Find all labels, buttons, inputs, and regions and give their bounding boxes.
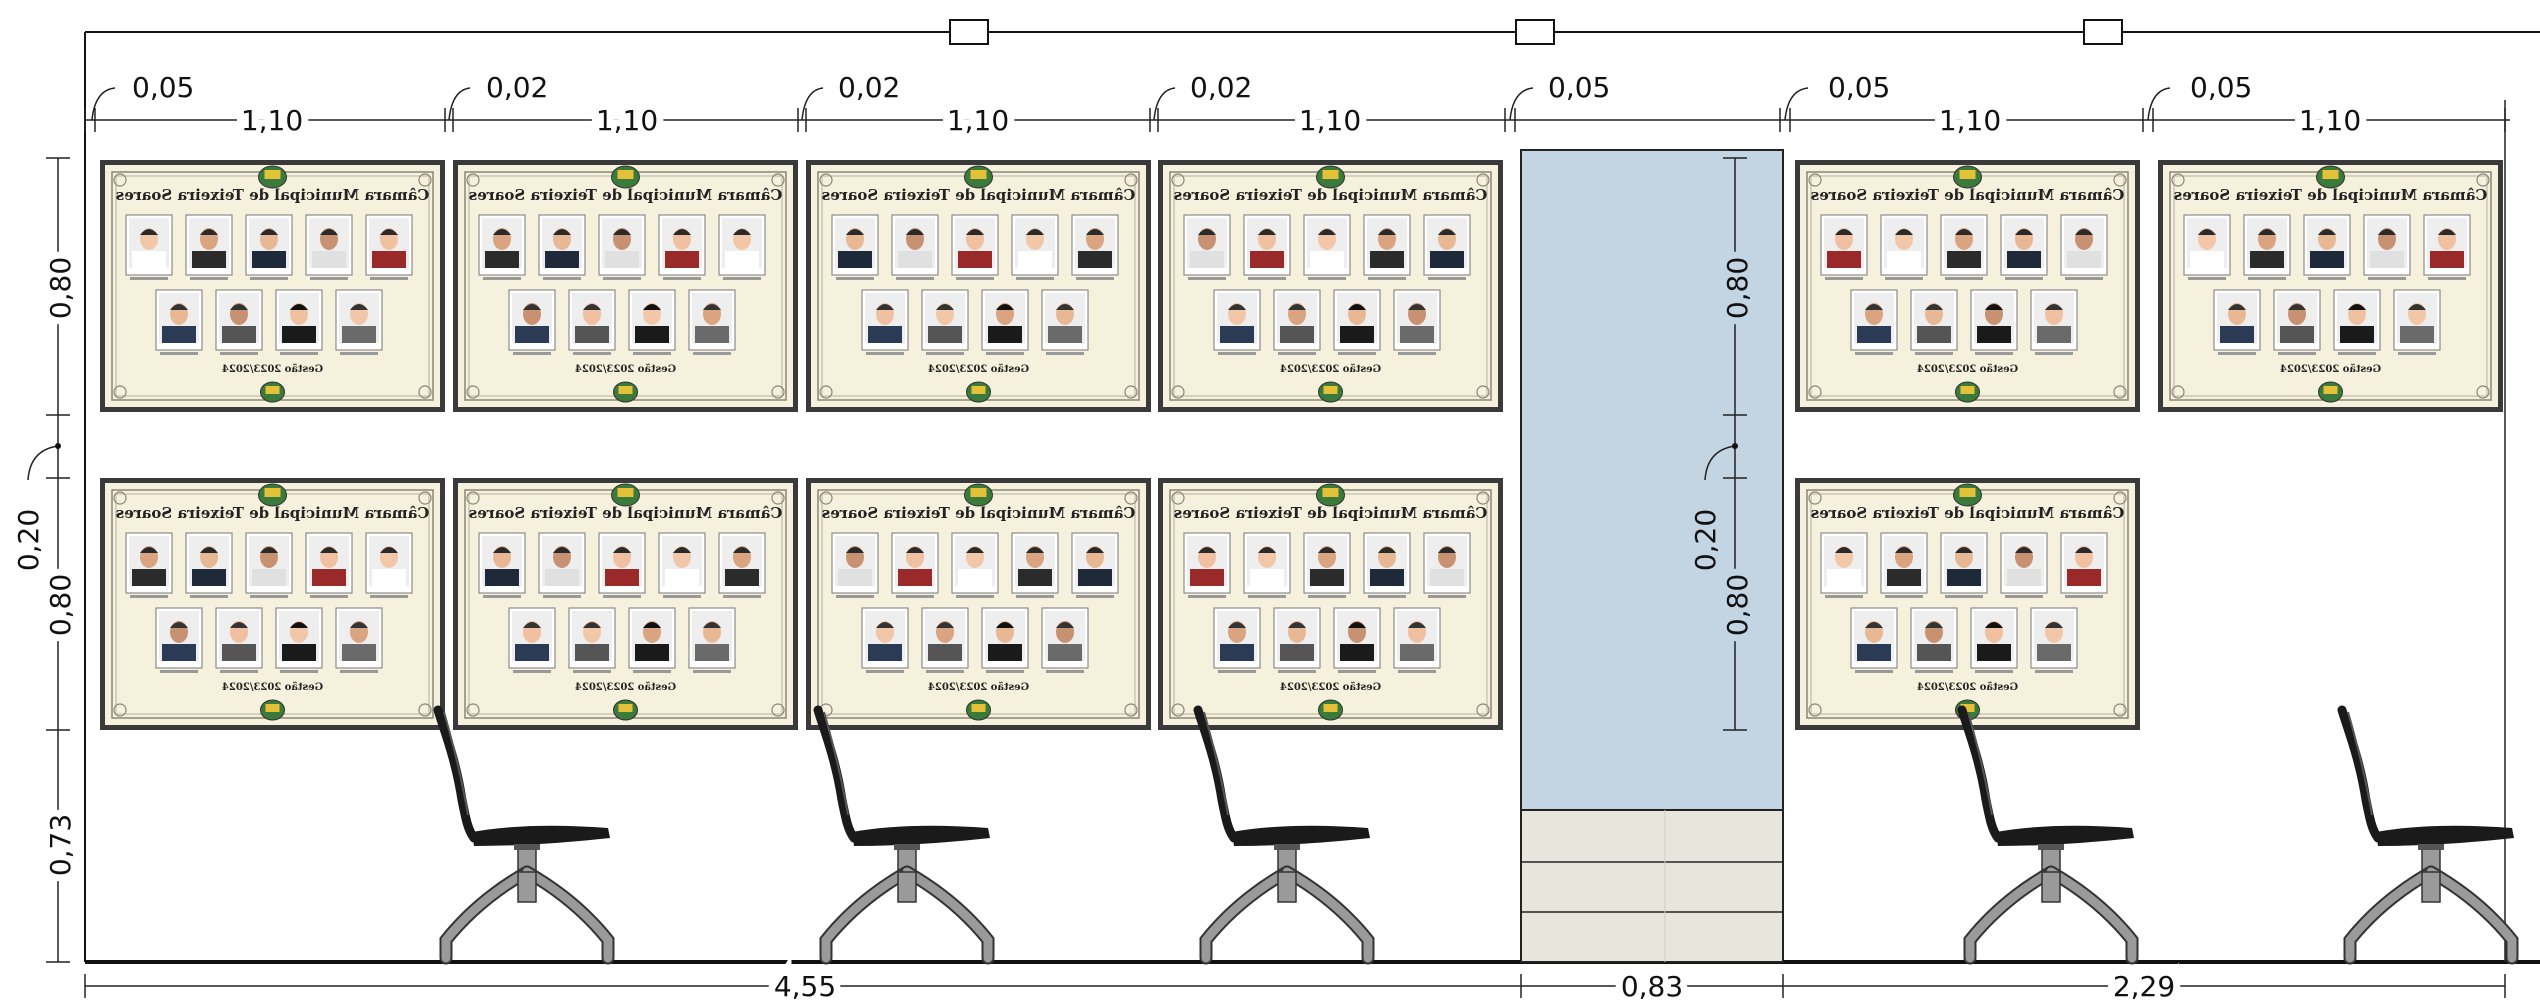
door-kick-panel: [1520, 809, 1784, 963]
plaque-footer: Gestão 2023/2024: [928, 682, 1029, 693]
plaque: Câmara Municipal de Teixeira SoaresGestã…: [100, 160, 445, 412]
plaque-title: Câmara Municipal de Teixeira Soares: [822, 186, 1136, 204]
plaque-footer: Gestão 2023/2024: [222, 364, 323, 375]
dim-top-gap-2: 0,02: [486, 71, 548, 104]
plaque-title: Câmara Municipal de Teixeira Soares: [469, 504, 783, 522]
plaque: Câmara Municipal de Teixeira SoaresGestã…: [1795, 160, 2140, 412]
plaque-footer: Gestão 2023/2024: [575, 364, 676, 375]
plaque-title: Câmara Municipal de Teixeira Soares: [1174, 186, 1488, 204]
plaque-footer: Gestão 2023/2024: [1280, 682, 1381, 693]
chair: [2337, 705, 2519, 965]
dim-left-height-1: 0,80: [44, 257, 77, 319]
dim-door-height-3: 0,80: [1721, 574, 1754, 636]
dim-bottom-width-3: 2,29: [2113, 970, 2175, 1002]
plaque-title: Câmara Municipal de Teixeira Soares: [1174, 504, 1488, 522]
plaques-group: Câmara Municipal de Teixeira SoaresGestã…: [100, 160, 2503, 730]
door-glass: [1520, 149, 1784, 811]
dim-left-height-2: 0,20: [12, 509, 45, 571]
dim-top-gap-4: 0,02: [1190, 71, 1252, 104]
dim-top-width-5: 1,10: [1939, 104, 2001, 137]
plaque: Câmara Municipal de Teixeira SoaresGestã…: [100, 478, 445, 730]
plaque-footer: Gestão 2023/2024: [575, 682, 676, 693]
dim-top-gap-3: 0,02: [838, 71, 900, 104]
plaque: Câmara Municipal de Teixeira SoaresGestã…: [1158, 160, 1503, 412]
plaque-footer: Gestão 2023/2024: [1917, 682, 2018, 693]
dim-top-width-1: 1,10: [241, 104, 303, 137]
plaque-footer: Gestão 2023/2024: [1917, 364, 2018, 375]
chair: [1193, 705, 1375, 965]
rail-bracket-3: [2083, 19, 2123, 45]
dim-top-width-2: 1,10: [596, 104, 658, 137]
dim-bottom-width-1: 4,55: [774, 970, 836, 1002]
dim-top-gap-6: 0,05: [1828, 71, 1890, 104]
plaque-footer: Gestão 2023/2024: [2280, 364, 2381, 375]
bottom-dimension-chain: [84, 974, 2506, 998]
plaque: Câmara Municipal de Teixeira SoaresGestã…: [806, 478, 1151, 730]
chair: [1957, 705, 2139, 965]
plaque-title: Câmara Municipal de Teixeira Soares: [1811, 186, 2125, 204]
dim-top-width-3: 1,10: [947, 104, 1009, 137]
chair: [813, 705, 995, 965]
dim-door-height-1: 0,80: [1721, 257, 1754, 319]
chairs-group: [433, 705, 2519, 965]
plaque: Câmara Municipal de Teixeira SoaresGestã…: [1158, 478, 1503, 730]
door-opening: [1520, 149, 1784, 963]
plaque: Câmara Municipal de Teixeira SoaresGestã…: [806, 160, 1151, 412]
chair: [433, 705, 615, 965]
dim-top-gap-1: 0,05: [132, 71, 194, 104]
plaque-title: Câmara Municipal de Teixeira Soares: [822, 504, 1136, 522]
plaque: Câmara Municipal de Teixeira SoaresGestã…: [453, 478, 798, 730]
top-dimension-chain: [84, 87, 2510, 132]
dim-top-width-4: 1,10: [1299, 104, 1361, 137]
rail-bracket-2: [1515, 19, 1555, 45]
plaque-footer: Gestão 2023/2024: [1280, 364, 1381, 375]
dim-left-height-3: 0,80: [44, 574, 77, 636]
plaque-footer: Gestão 2023/2024: [222, 682, 323, 693]
plaque-title: Câmara Municipal de Teixeira Soares: [2174, 186, 2488, 204]
top-rail: [85, 19, 2540, 45]
dim-bottom-width-2: 0,83: [1621, 970, 1683, 1002]
plaque-footer: Gestão 2023/2024: [928, 364, 1029, 375]
dim-top-gap-7: 0,05: [2190, 71, 2252, 104]
plaque: Câmara Municipal de Teixeira SoaresGestã…: [453, 160, 798, 412]
dim-top-gap-5: 0,05: [1548, 71, 1610, 104]
plaque-title: Câmara Municipal de Teixeira Soares: [469, 186, 783, 204]
plaque-title: Câmara Municipal de Teixeira Soares: [1811, 504, 2125, 522]
plaque-title: Câmara Municipal de Teixeira Soares: [116, 504, 430, 522]
dim-door-height-2: 0,20: [1689, 509, 1722, 571]
dim-top-width-6: 1,10: [2299, 104, 2361, 137]
plaque: Câmara Municipal de Teixeira SoaresGestã…: [2158, 160, 2503, 412]
rail-bracket-1: [949, 19, 989, 45]
plaque-title: Câmara Municipal de Teixeira Soares: [116, 186, 430, 204]
plaque: Câmara Municipal de Teixeira SoaresGestã…: [1795, 478, 2140, 730]
left-dimension-chain: [27, 157, 70, 963]
dim-left-height-4: 0,73: [44, 814, 77, 876]
